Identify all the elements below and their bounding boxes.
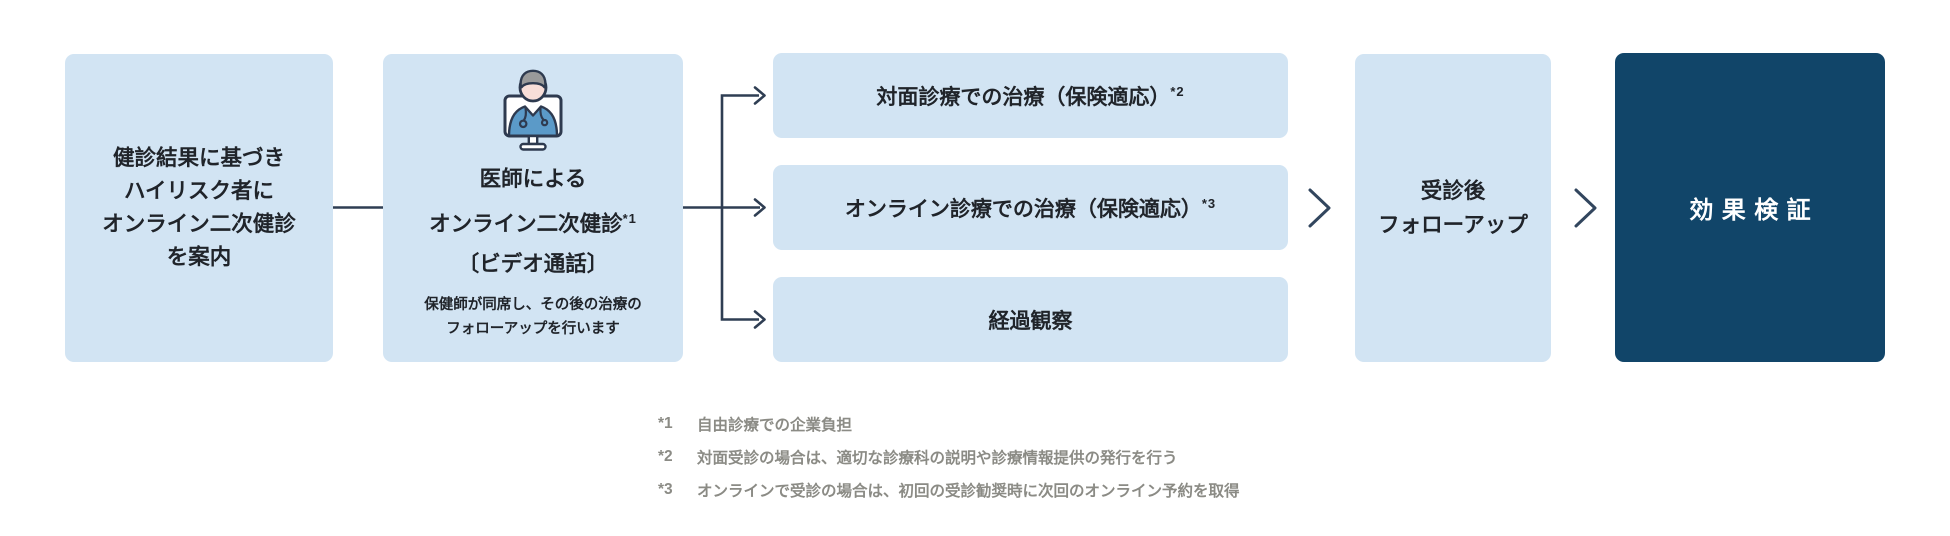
step-label: 受診後 フォローアップ [1378,174,1528,242]
footnote-item: *1 自由診療での企業負担 [658,407,1240,440]
footnotes: *1 自由診療での企業負担 *2 対面受診の場合は、適切な診療科の説明や診療情報… [658,407,1240,506]
branch-observation: 経過観察 [773,277,1288,362]
step-guide-high-risk: 健診結果に基づき ハイリスク者に オンライン二次健診 を案内 [65,54,333,362]
branch-label: オンライン診療での治療（保険適応）*3 [844,195,1217,221]
step-label-line: フォローアップ [1378,213,1528,237]
branch-online-treatment: オンライン診療での治療（保険適応）*3 [773,165,1288,250]
step-label-line: 受診後 [1420,179,1486,203]
chevron-right-icon [1574,188,1597,228]
step-label-line: オンライン二次健診*1 [429,211,637,237]
step-label-line: ハイリスク者に [123,179,275,203]
step-note-line: フォローアップを行います [446,321,620,338]
chevron-right-icon [1308,188,1331,228]
branch-trunk-line [683,94,760,321]
footnote-marker: *1 [658,414,673,432]
branch-in-person-treatment: 対面診療での治療（保険適応）*2 [773,53,1288,138]
doctor-video-call-icon [503,69,563,151]
footnote-text: 対面受診の場合は、適切な診療科の説明や診療情報提供の発行を行う [697,449,1178,467]
step-label: 医師による オンライン二次健診*1 〔ビデオ通話〕 [429,159,637,284]
branch-label: 対面診療での治療（保険適応）*2 [876,83,1185,109]
footnote-text: オンラインで受診の場合は、初回の受診勧奨時に次回のオンライン予約を取得 [697,482,1240,500]
step-label-line: オンライン二次健診 [102,212,296,236]
arrowhead-icon [753,198,766,217]
footnote-item: *2 対面受診の場合は、適切な診療科の説明や診療情報提供の発行を行う [658,440,1240,473]
footnote-ref: *3 [1201,195,1217,211]
step-label: 効果検証 [1689,197,1819,224]
footnote-ref: *2 [1170,83,1185,99]
footnote-marker: *2 [658,447,673,465]
step-post-visit-followup: 受診後 フォローアップ [1355,54,1551,362]
footnote-ref: *1 [622,211,637,226]
step-label: 健診結果に基づき ハイリスク者に オンライン二次健診 を案内 [102,142,296,274]
step-effect-verification: 効果検証 [1615,53,1885,362]
arrowhead-icon [753,86,766,105]
step-label-line: 医師による [479,167,587,191]
step-label-line: 〔ビデオ通話〕 [457,252,609,277]
footnote-text: 自由診療での企業負担 [697,416,853,434]
step-note-line: 保健師が同席し、その後の治療の [424,297,642,314]
footnote-marker: *3 [658,480,673,498]
step-online-secondary-checkup: 医師による オンライン二次健診*1 〔ビデオ通話〕 保健師が同席し、その後の治療… [383,54,683,362]
footnote-item: *3 オンラインで受診の場合は、初回の受診勧奨時に次回のオンライン予約を取得 [658,473,1240,506]
arrowhead-icon [753,310,766,329]
step-label-line: 健診結果に基づき [112,146,285,170]
step-label-line: を案内 [166,245,232,269]
step-note: 保健師が同席し、その後の治療の フォローアップを行います [424,293,642,341]
branch-label: 経過観察 [988,309,1073,333]
